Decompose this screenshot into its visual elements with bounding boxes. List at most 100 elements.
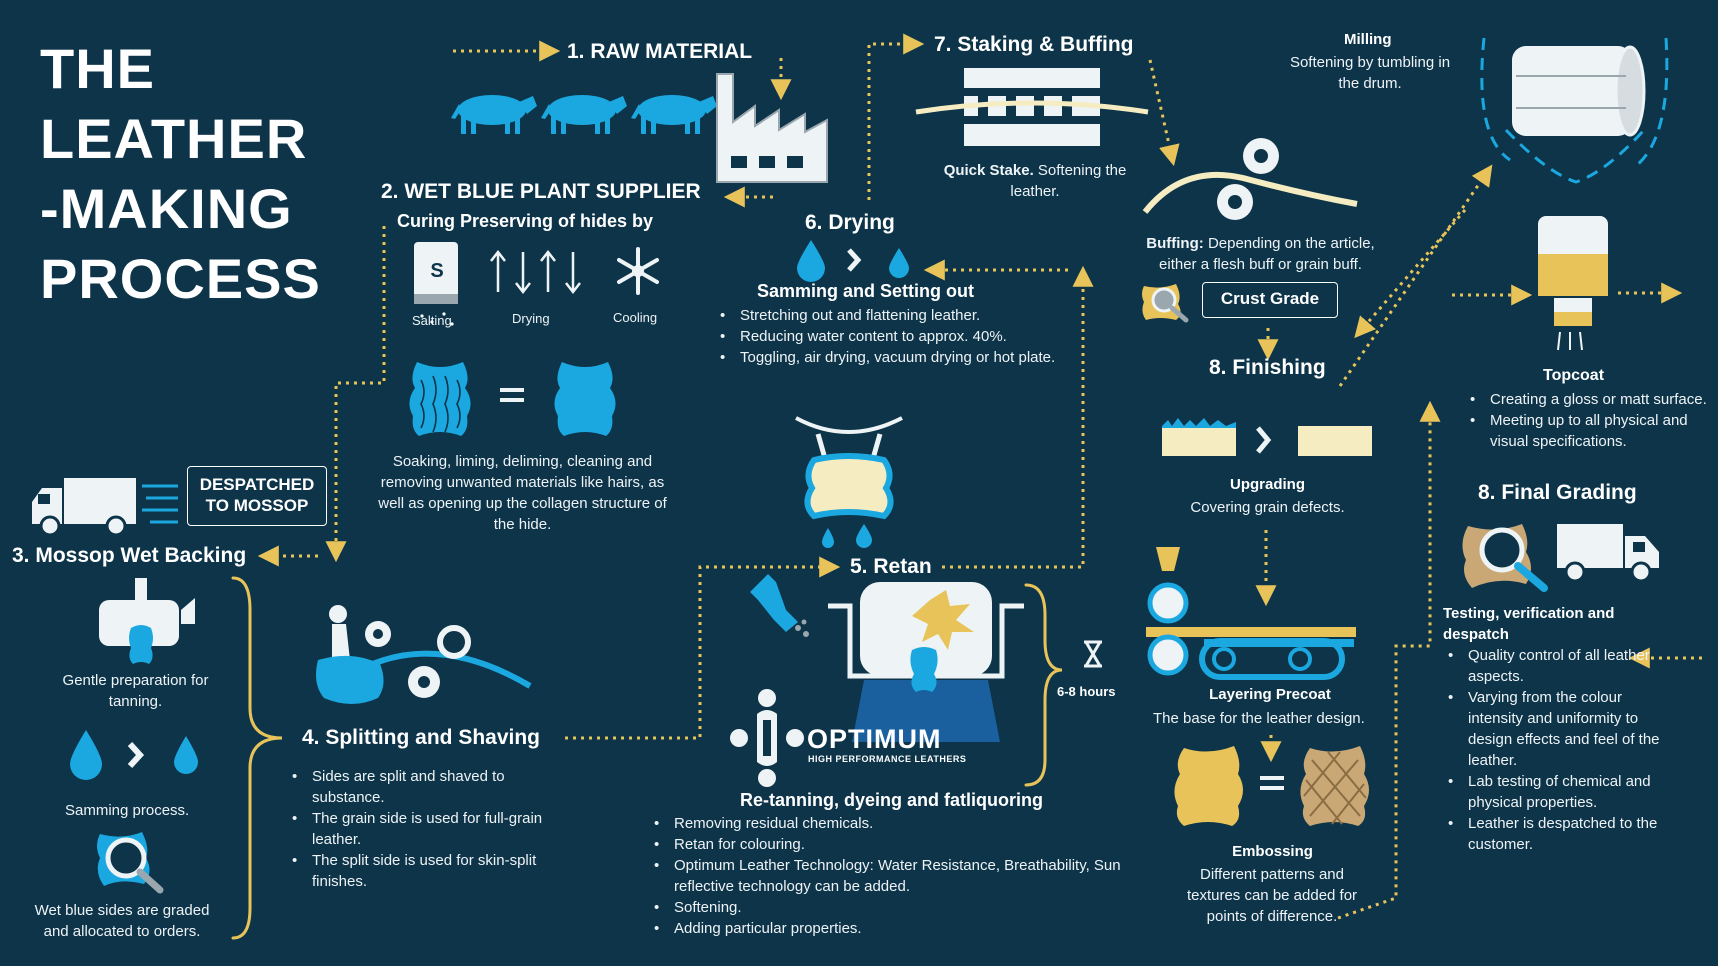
factory-icon [716,73,828,183]
hourglass-icon [1084,640,1102,668]
title-line: THE [40,37,155,100]
upgrading-icon [1162,418,1372,456]
hanging-hide-icon [795,416,903,548]
retan-duration: 6-8 hours [1057,684,1116,699]
arrow-finishing-to-milling [1338,164,1493,387]
splitting-machine-icon [316,605,532,704]
upgrading-title: Upgrading [1230,476,1305,493]
despatch-truck-icon [1557,524,1659,583]
despatch-line2: TO MOSSOP [205,496,309,515]
quick-stake-text: Quick Stake. Softening the leather. [940,160,1130,202]
arrow-milling-to-finishing [1354,209,1467,339]
step8b-title: 8. Final Grading [1478,481,1637,504]
step6-bullet: Toggling, air drying, vacuum drying or h… [720,347,1060,368]
truck-icon [32,478,178,537]
crust-grade-box: Crust Grade [1202,282,1338,318]
step2-subtitle: Curing Preserving of hides by [397,211,654,231]
equals-icon [500,388,524,402]
topcoat-bullet: Creating a gloss or matt surface. [1470,389,1718,410]
samming-drops-icon [70,730,198,780]
salt-letter: S [430,260,444,282]
embossing-text: Different patterns and textures can be a… [1186,866,1358,925]
milling-title: Milling [1344,31,1392,48]
topcoat-bullet: Meeting up to all physical and visual sp… [1470,410,1718,452]
step5-bullets: Removing residual chemicals. Retan for c… [652,813,1164,939]
chemical-flask-icon [750,574,809,637]
step5-subtitle: Re-tanning, dyeing and fatliquoring [740,790,1043,810]
wetbacking-bracket [231,576,283,940]
step8b-bullet: Lab testing of chemical and physical pro… [1448,771,1663,813]
milling-text: Softening by tumbling in the drum. [1289,54,1451,92]
step3-item1: Gentle preparation for tanning. [62,672,209,710]
topcoat-bullets: Creating a gloss or matt surface. Meetin… [1468,389,1718,452]
upgrading-text: Covering grain defects. [1190,499,1345,516]
optimum-logo-sub: HIGH PERFORMANCE LEATHERS [808,754,967,764]
step5-bullet: Softening. [654,897,1164,918]
step5-bullet: Adding particular properties. [654,918,1164,939]
step8b-bullets: Quality control of all leather aspects. … [1446,645,1663,855]
drum-machine-icon [99,578,195,664]
arrow-staking-to-buffing [1148,59,1180,167]
step4-bullet: Sides are split and shaved to substance. [292,766,562,808]
buffing-desc: Depending on the article, either a flesh… [1159,235,1375,273]
step3-item2: Samming process. [65,802,190,819]
step3-title: 3. Mossop Wet Backing [12,544,247,567]
buffing-gears-icon [1142,138,1358,220]
milling-drum-icon [1480,37,1669,184]
staking-machine-icon [915,68,1149,146]
step8b-bullet: Leather is despatched to the customer. [1448,813,1663,855]
step8b-subtitle: Testing, verification and despatch [1443,605,1615,643]
arrow-drying-to-staking [867,33,925,200]
grading-magnifier-icon [1462,524,1548,592]
drying-drops-icon [797,240,909,282]
retan-bracket [1024,583,1063,787]
cows-icon [451,95,717,134]
retan-drum-icon [828,582,1024,742]
step6-subtitle: Samming and Setting out [757,281,975,301]
step2-title: 2. WET BLUE PLANT SUPPLIER [381,180,701,203]
topcoat-title: Topcoat [1543,367,1605,384]
topcoat-spray-icon [1538,216,1608,351]
snowflake-icon [617,247,659,295]
step6-bullet: Reducing water content to approx. 40%. [720,326,1060,347]
magnifier-grade-icon [97,832,164,894]
buffing-text: Buffing: Depending on the article, eithe… [1133,233,1388,275]
step1-title: 1. RAW MATERIAL [567,40,753,63]
step4-title: 4. Splitting and Shaving [302,726,541,749]
drying-arrows-icon [490,249,581,295]
buffing-bold: Buffing: [1146,235,1204,252]
embossing-icon [1174,746,1369,826]
step5-bullet: Optimum Leather Technology: Water Resist… [654,855,1164,897]
method-salting-label: Salting [412,313,452,328]
method-cooling-label: Cooling [613,310,658,325]
title-line: PROCESS [40,247,321,310]
step4-bullets: Sides are split and shaved to substance.… [290,766,562,892]
step6-bullet: Stretching out and flattening leather. [720,305,1060,326]
precoat-title: Layering Precoat [1209,686,1331,703]
step5-bullet: Removing residual chemicals. [654,813,1164,834]
quick-stake-bold: Quick Stake. [943,162,1034,179]
blue-hide-icon [554,362,616,436]
salt-shaker-icon [414,242,458,326]
crust-magnifier-icon [1142,284,1189,323]
wet-hide-icon [409,362,471,436]
step2-description: Soaking, liming, deliming, cleaning and … [378,453,667,533]
title-line: LEATHER [40,107,308,170]
step6-title: 6. Drying [805,211,895,234]
optimum-logo-text: OPTIMUM [807,724,942,754]
page-title: THE LEATHER -MAKING PROCESS [40,34,321,314]
step5-bullet: Retan for colouring. [654,834,1164,855]
arrow-retan-to-drying [942,265,1094,569]
step6-bullets: Stretching out and flattening leather. R… [718,305,1060,368]
step8-title: 8. Finishing [1209,356,1326,379]
step3-item3: Wet blue sides are graded and allocated … [34,902,210,940]
step4-bullet: The split side is used for skin-split fi… [292,850,562,892]
step8b-bullet: Quality control of all leather aspects. [1448,645,1663,687]
optimum-logo-icon [730,689,804,787]
step7-title: 7. Staking & Buffing [934,33,1134,56]
step5-title: 5. Retan [850,555,932,578]
quick-stake-desc: Softening the leather. [1010,162,1127,200]
method-drying-label: Drying [512,311,550,326]
precoat-text: The base for the leather design. [1153,710,1365,727]
